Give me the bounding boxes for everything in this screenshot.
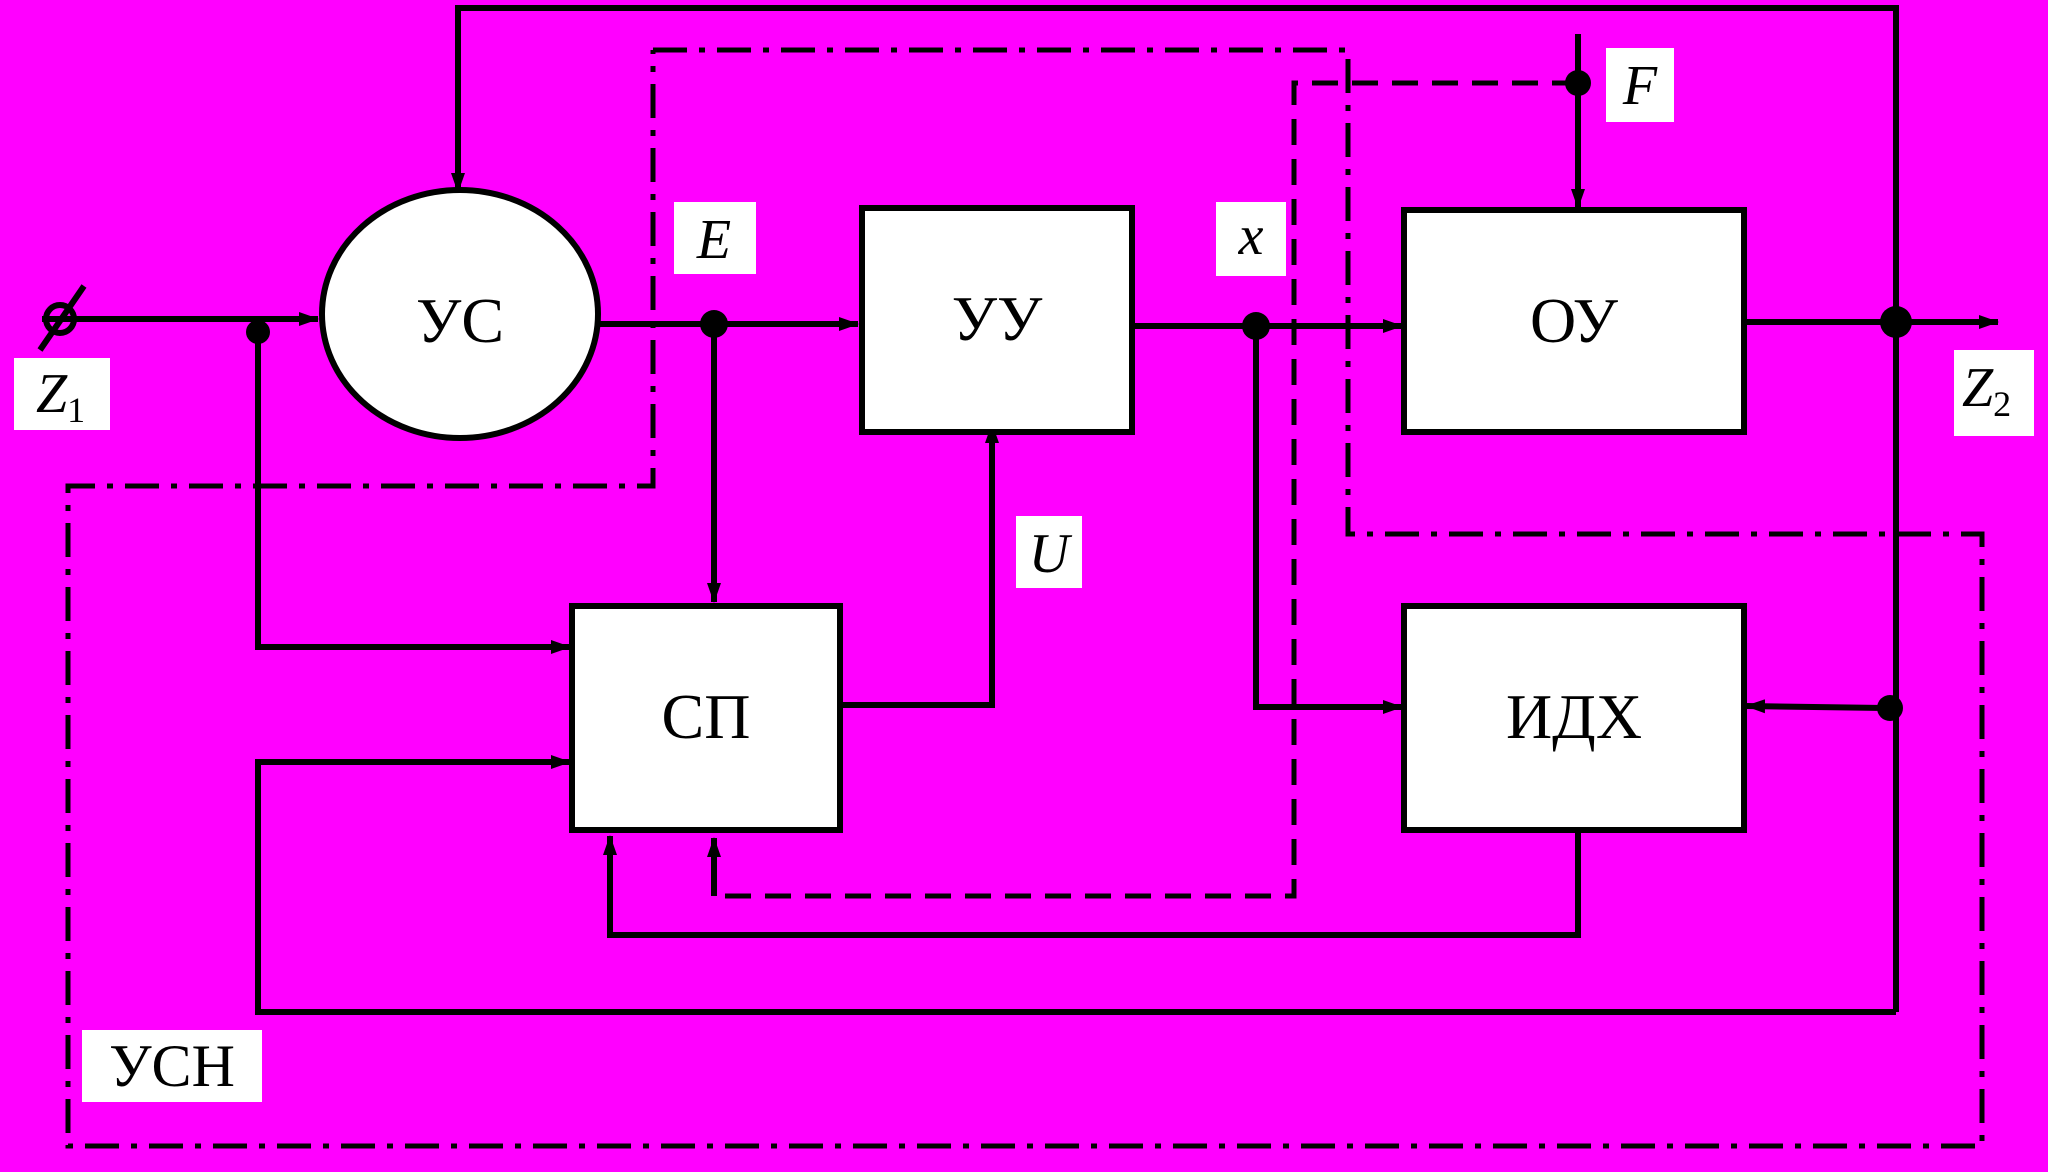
e-label-box: E [674,202,756,274]
sp-label: СП [662,681,751,752]
x-to-idx-line [1253,326,1403,714]
u-control-line [842,423,999,708]
e-node [700,310,728,338]
uu-label: УУ [952,283,1043,354]
block-us [319,187,601,441]
z1-node [246,320,270,344]
idx-label: ИДХ [1506,681,1642,752]
z1-label-box: Z1 [14,358,110,430]
block-idx [1401,603,1747,833]
ou-label: ОУ [1530,285,1619,356]
z1-label: Z [36,363,68,425]
z2-label-box: Z2 [1954,350,2034,436]
main-feedback-line [451,5,1899,322]
z1-terminal [37,284,87,352]
z1-subscript: 1 [67,390,85,430]
x-label-box: x [1216,202,1286,276]
idx-to-sp-line [603,830,1581,938]
idx-feed-node [1877,695,1903,721]
z2-to-sp-line [255,755,1896,1015]
block-uu [859,205,1135,435]
signal-lines [42,5,1999,1015]
f-label: F [1622,55,1658,117]
x-node [1242,312,1270,340]
f-label-box: F [1606,48,1674,122]
x-label: x [1238,205,1264,267]
z2-label: Z [1962,357,1994,419]
usn-label: УСН [109,1033,235,1099]
f-node [1565,70,1591,96]
z1-to-sp-line [255,319,571,654]
z2-subscript: 2 [1993,384,2011,424]
z2-node [1880,306,1912,338]
usn-boundary [65,47,1985,1149]
u-label: U [1029,523,1073,585]
u-label-box: U [1016,516,1082,588]
junction-nodes [246,70,1912,721]
usn-label-box: УСН [82,1030,262,1102]
block-sp [569,603,843,833]
e-label: E [696,209,731,271]
svg-text:Z2: Z2 [1962,357,2011,424]
disturbance-boundary [714,80,1578,899]
z2-to-idx-line [1745,699,1885,714]
block-ou [1401,207,1747,435]
us-label: УС [416,285,504,356]
svg-text:Z1: Z1 [36,363,85,430]
